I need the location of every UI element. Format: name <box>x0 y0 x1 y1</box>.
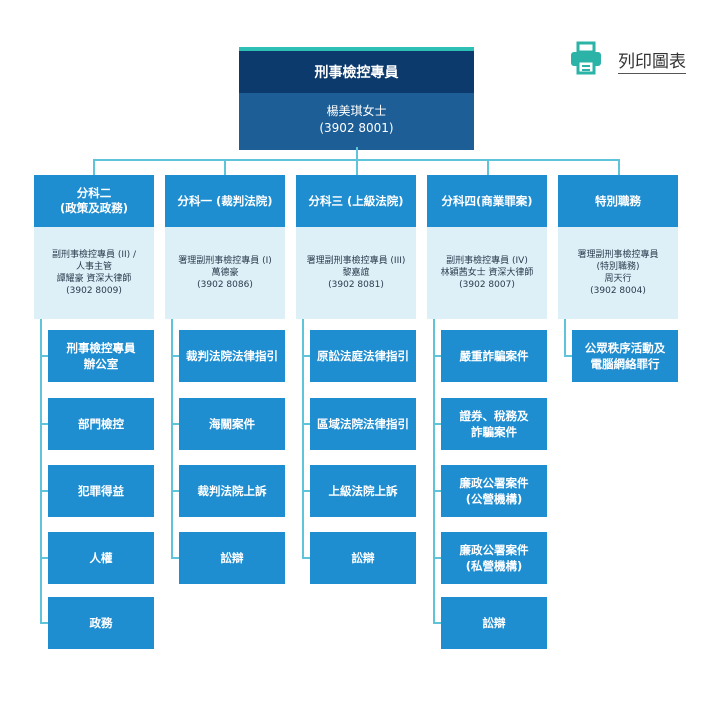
head-name: 楊美琪女士 <box>326 104 387 118</box>
column-desc-division-3: 署理副刑事檢控專員 (III) 黎嘉誼 (3902 8081) <box>296 227 416 319</box>
printer-icon <box>568 40 604 80</box>
stub-line <box>433 355 441 357</box>
section-box[interactable]: 部門檢控 <box>48 398 154 450</box>
stub-line <box>40 423 48 425</box>
print-chart-button[interactable]: 列印圖表 <box>568 40 686 80</box>
section-box[interactable]: 海關案件 <box>179 398 285 450</box>
column-title-special-duties[interactable]: 特別職務 <box>558 175 678 227</box>
section-box[interactable]: 政務 <box>48 597 154 649</box>
section-box[interactable]: 刑事檢控專員 辦公室 <box>48 330 154 382</box>
section-box[interactable]: 訟辯 <box>179 532 285 584</box>
head-details: 楊美琪女士 (3902 8001) <box>239 93 474 150</box>
stub-line <box>40 490 48 492</box>
column-desc-division-2: 副刑事檢控專員 (II) / 人事主管 譚耀豪 資深大律師 (3902 8009… <box>34 227 154 319</box>
column-desc-text: 署理副刑事檢控專員 (III) 黎嘉誼 (3902 8081) <box>306 256 406 290</box>
section-box[interactable]: 上級法院上訴 <box>310 465 416 517</box>
trunk-line <box>433 319 435 623</box>
section-box[interactable]: 嚴重詐騙案件 <box>441 330 547 382</box>
stub-line <box>302 490 310 492</box>
stub-line <box>40 622 48 624</box>
stub-line <box>171 423 179 425</box>
section-box[interactable]: 廉政公署案件 (私營機構) <box>441 532 547 584</box>
section-box[interactable]: 訟辯 <box>441 597 547 649</box>
stub-line <box>433 423 441 425</box>
head-phone: (3902 8001) <box>319 121 394 135</box>
stub-line <box>433 557 441 559</box>
stub-line <box>302 423 310 425</box>
section-box[interactable]: 公眾秩序活動及 電腦網絡罪行 <box>572 330 678 382</box>
section-box[interactable]: 裁判法院法律指引 <box>179 330 285 382</box>
column-connector <box>356 159 358 175</box>
column-desc-division-1: 署理副刑事檢控專員 (I) 萬德豪 (3902 8086) <box>165 227 285 319</box>
print-chart-label: 列印圖表 <box>618 47 686 74</box>
section-box[interactable]: 犯罪得益 <box>48 465 154 517</box>
section-box[interactable]: 人權 <box>48 532 154 584</box>
stub-line <box>302 355 310 357</box>
column-desc-division-4: 副刑事檢控專員 (IV) 林穎茜女士 資深大律師 (3902 8007) <box>427 227 547 319</box>
trunk-line <box>40 319 42 623</box>
section-box[interactable]: 原訟法庭法律指引 <box>310 330 416 382</box>
column-desc-text: 署理副刑事檢控專員 (I) 萬德豪 (3902 8086) <box>178 256 272 290</box>
stub-line <box>171 557 179 559</box>
trunk-line <box>302 319 304 559</box>
trunk-line <box>171 319 173 559</box>
column-desc-special-duties: 署理副刑事檢控專員 (特別職務) 周天行 (3902 8004) <box>558 227 678 319</box>
column-connector <box>618 159 620 175</box>
stub-line <box>40 355 48 357</box>
column-connector <box>224 159 226 175</box>
stub-line <box>433 622 441 624</box>
horizontal-connector <box>93 159 618 161</box>
column-connector <box>93 159 95 175</box>
stub-line <box>171 355 179 357</box>
section-box[interactable]: 區域法院法律指引 <box>310 398 416 450</box>
head-node: 刑事檢控專員 楊美琪女士 (3902 8001) <box>239 47 474 150</box>
column-title-division-3[interactable]: 分科三 (上級法院) <box>296 175 416 227</box>
stub-line <box>564 355 572 357</box>
column-title-division-2[interactable]: 分科二 (政策及政務) <box>34 175 154 227</box>
column-connector <box>487 159 489 175</box>
trunk-line <box>564 319 566 355</box>
section-box[interactable]: 證券、稅務及 詐騙案件 <box>441 398 547 450</box>
column-desc-text: 副刑事檢控專員 (IV) 林穎茜女士 資深大律師 (3902 8007) <box>440 256 534 290</box>
column-desc-text: 署理副刑事檢控專員 (特別職務) 周天行 (3902 8004) <box>577 250 659 296</box>
stub-line <box>433 490 441 492</box>
stub-line <box>302 557 310 559</box>
column-title-division-1[interactable]: 分科一 (裁判法院) <box>165 175 285 227</box>
column-title-division-4[interactable]: 分科四(商業罪案) <box>427 175 547 227</box>
section-box[interactable]: 訟辯 <box>310 532 416 584</box>
section-box[interactable]: 廉政公署案件 (公營機構) <box>441 465 547 517</box>
head-connector <box>356 147 358 160</box>
head-title: 刑事檢控專員 <box>239 47 474 93</box>
stub-line <box>171 490 179 492</box>
stub-line <box>40 557 48 559</box>
column-desc-text: 副刑事檢控專員 (II) / 人事主管 譚耀豪 資深大律師 (3902 8009… <box>51 250 137 296</box>
section-box[interactable]: 裁判法院上訴 <box>179 465 285 517</box>
